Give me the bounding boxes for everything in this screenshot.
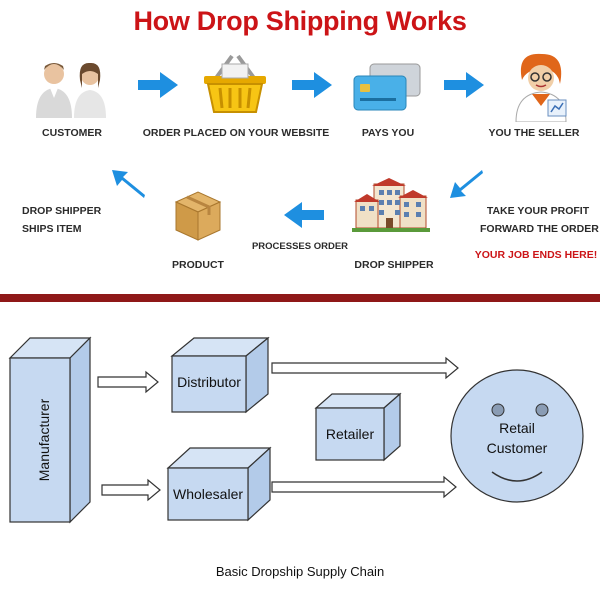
retailer-label: Retailer (325, 426, 375, 442)
manufacturer-label: Manufacturer (36, 398, 52, 482)
buildings-icon (352, 178, 430, 232)
distributor-box (170, 336, 270, 414)
customer-icon (36, 62, 106, 118)
right-arrow-icon (138, 72, 178, 98)
arrow-manufacturer-to-distributor (97, 370, 159, 394)
infographic-title: How Drop Shipping Works (133, 6, 467, 36)
distributor-label: Distributor (177, 374, 241, 390)
processes-order-label: PROCESSES ORDER (251, 241, 349, 252)
drop-shipper-ships-label-line1: DROP SHIPPER (22, 205, 102, 217)
you-the-seller-label: YOU THE SELLER (488, 127, 580, 139)
up-left-arrow-icon (112, 170, 145, 198)
retail-customer-face (450, 369, 584, 503)
credit-card-icon (353, 63, 421, 111)
drop-shipper-label: DROP SHIPPER (354, 259, 434, 271)
manufacturer-box (8, 336, 92, 524)
order-placed-label: ORDER PLACED ON YOUR WEBSITE (142, 127, 330, 139)
take-profit-label: TAKE YOUR PROFIT (486, 205, 590, 217)
arrow-wholesaler-to-customer (271, 475, 457, 499)
product-label: PRODUCT (172, 259, 224, 271)
diagram-caption: Basic Dropship Supply Chain (215, 564, 385, 579)
down-left-arrow-icon (450, 170, 483, 198)
right-arrow-icon (292, 72, 332, 98)
retailer-box (314, 392, 402, 462)
wholesaler-box (166, 446, 272, 522)
pays-you-label: PAYS YOU (361, 127, 415, 139)
customer-label: CUSTOMER (42, 127, 102, 139)
section-divider (0, 294, 600, 302)
right-arrow-icon (444, 72, 484, 98)
shopping-basket-icon (204, 54, 266, 113)
product-box-icon (174, 191, 222, 241)
forward-order-label: FORWARD THE ORDER (480, 223, 599, 235)
wholesaler-label: Wholesaler (172, 486, 244, 502)
retail-customer-label-line2: Customer (486, 440, 548, 456)
left-arrow-icon (284, 202, 324, 228)
arrow-manufacturer-to-wholesaler (101, 478, 161, 502)
retail-customer-label-line1: Retail (499, 420, 535, 436)
supply-chain-diagram: .face { fill: #c6d9f1; stroke: #333; str… (8, 336, 584, 524)
arrow-distributor-to-customer (271, 356, 459, 380)
seller-icon (515, 53, 567, 122)
drop-shipper-ships-label-line2: SHIPS ITEM (22, 223, 82, 235)
job-ends-label: YOUR JOB ENDS HERE! (474, 249, 598, 261)
